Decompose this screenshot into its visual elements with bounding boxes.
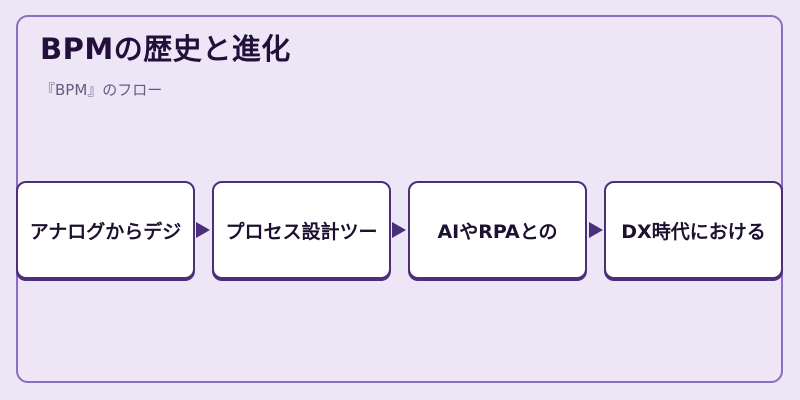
flow-step-2: プロセス設計ツー bbox=[212, 181, 391, 279]
arrow-right-icon bbox=[196, 222, 210, 238]
page-title: BPMの歴史と進化 bbox=[40, 32, 291, 66]
flow-step-2-label: プロセス設計ツー bbox=[225, 220, 378, 243]
page-subtitle: 『BPM』のフロー bbox=[40, 81, 163, 99]
flow-step-3: AIやRPAとの bbox=[408, 181, 587, 279]
flow-step-1: アナログからデジ bbox=[16, 181, 195, 279]
flow-step-4-label: DX時代における bbox=[621, 220, 766, 243]
arrow-right-icon bbox=[589, 222, 603, 238]
flow-step-4: DX時代における bbox=[604, 181, 783, 279]
flow-step-3-label: AIやRPAとの bbox=[437, 220, 558, 243]
arrow-right-icon bbox=[392, 222, 406, 238]
flow-step-1-label: アナログからデジ bbox=[29, 220, 182, 243]
